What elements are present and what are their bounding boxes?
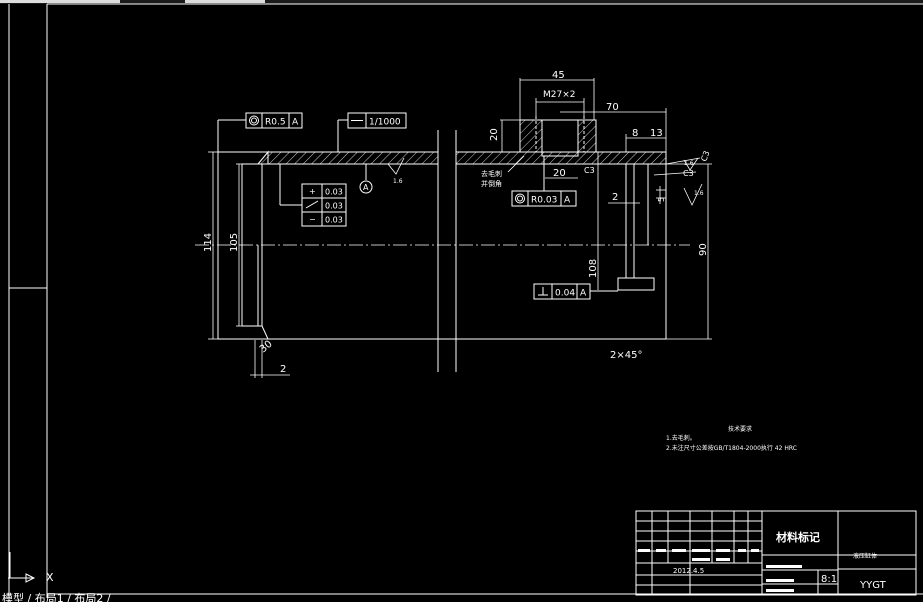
dim-45: 45 [552,70,565,81]
gdt-circularity-frame [217,112,303,152]
gdt-runout-frame [511,156,577,207]
dim-108: 108 [588,259,599,278]
datum-a-label: A [363,183,369,192]
weld-note: 并倒角 [481,179,502,188]
dimension-lines [208,78,712,378]
tech-req-title: 技术要求 [728,425,752,433]
runout-value: R0.03 [531,196,557,206]
roughness-label: 1.6 [393,178,403,185]
dim-thread: M27×2 [543,90,575,100]
layout-tab-strip[interactable]: 模型 / 布局1 / 布局2 / [2,592,111,602]
tolerance-value: 0.03 [325,216,343,225]
weld-leader [507,155,525,173]
runout-icon [515,193,525,204]
dim-8: 8 [632,128,638,139]
parallel-icon: + [309,187,316,196]
gdt-perpendicularity-frame [533,283,618,300]
dim-70: 70 [606,102,619,113]
gdt-straightness-frame [337,112,407,152]
weld-note: 去毛刺 [481,169,502,178]
roughness-symbols [387,157,703,206]
gdt-stacked-frame [279,164,347,227]
break-lines [437,130,457,372]
circularity-value: R0.5 [265,118,286,128]
tolerance-value: 0.03 [325,188,343,197]
title-scale: 8:1 [821,574,837,585]
dim-20-bore: 20 [553,168,566,179]
tolerance-value: 0.03 [325,202,343,211]
dim-chamfer: 2×45° [610,350,642,361]
title-material: 材料标记 [776,530,820,544]
layout-tabs[interactable]: 模型 / 布局1 / 布局2 / [0,592,160,602]
roughness-label: 1.6 [684,160,694,167]
tech-req-line: 1.去毛刺。 [666,434,696,442]
dim-13: 13 [650,128,663,139]
title-part-name: 液压缸体 [853,552,877,560]
dim-20-vertical: 20 [489,128,500,141]
dim-c3: C3 [699,150,711,163]
ucs-x-label: X [46,571,54,584]
roughness-label: 1.6 [694,190,704,197]
title-block-fill [638,549,802,592]
drawing-border [8,3,923,598]
title-date: 2012.4.5 [673,567,704,575]
dim-30: 30 [258,339,275,356]
scroll-segment[interactable] [0,0,120,3]
straightness-value: 1/1000 [369,118,401,128]
datum-a-marker [359,164,373,194]
circularity-datum: A [292,118,299,128]
flatness-icon: − [309,215,316,224]
ucs-icon [8,552,36,583]
cylindricity-icon [305,200,319,209]
tech-req-line: 2.未注尺寸公差按GB/T1804-2000执行 42 HRC [666,444,797,452]
dim-90: 90 [698,243,709,256]
dim-114: 114 [203,233,214,252]
dim-angle-bore: C3 [584,166,595,175]
dim-2-left: 2 [280,364,286,375]
runout-datum: A [564,196,571,206]
cylinder-body [217,150,667,340]
dim-angle-right: C3 [683,169,694,178]
circularity-icon [249,115,259,126]
scroll-segment[interactable] [185,0,265,3]
inner-slot [617,164,655,291]
top-scroll-strip [0,0,923,4]
dim-5-slot: 5 [657,197,666,202]
perpendicularity-value: 0.04 [555,289,575,299]
dim-105: 105 [229,233,240,252]
dim-2-slot: 2 [612,192,618,203]
perpendicularity-datum: A [580,289,587,299]
threaded-port [519,116,597,157]
title-code: YYGT [859,580,887,591]
